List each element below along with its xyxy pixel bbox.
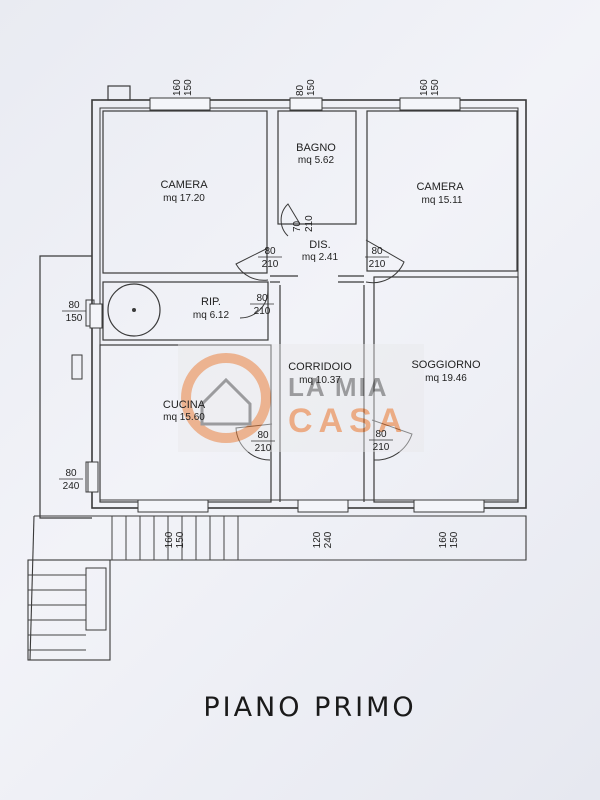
room-name-camera-left: CAMERA — [160, 179, 208, 191]
stair-treads — [28, 516, 239, 651]
room-name-corridoio: CORRIDOIO — [288, 361, 352, 373]
dim-door-bagno-h: 210 — [304, 215, 315, 232]
dim-win-soggiorno-w: 160 — [438, 531, 449, 548]
room-area-bagno: mq 5.62 — [298, 155, 335, 166]
room-name-bagno: BAGNO — [296, 142, 336, 154]
dimension-labels: 160 150 80 150 160 150 70 210 80 210 80 … — [59, 79, 460, 548]
dim-win-cucina-h: 150 — [175, 531, 186, 548]
stairs-railing — [85, 567, 107, 631]
dim-win-rip-w: 80 — [68, 300, 80, 311]
door-camera-left — [235, 247, 269, 281]
room-name-dis: DIS. — [309, 239, 330, 251]
dim-door-cucina-w: 80 — [257, 430, 269, 441]
dim-door-soggiorno-w: 80 — [375, 429, 387, 440]
door-cucina — [235, 423, 273, 461]
room-labels: CAMERA mq 17.20 BAGNO mq 5.62 CAMERA mq … — [160, 142, 481, 423]
window-soggiorno — [413, 499, 485, 513]
dim-win-camera-right-h: 150 — [430, 79, 441, 96]
window-corridoio — [297, 499, 349, 513]
dim-door-corridoio-w: 120 — [312, 531, 323, 548]
wall-rip — [102, 281, 269, 341]
wall-camera-right — [366, 110, 518, 272]
watermark-line2: CASA — [288, 402, 408, 440]
watermark-box — [178, 344, 424, 452]
window-camera-left — [149, 97, 211, 111]
room-area-cucina: mq 15.60 — [163, 412, 205, 423]
room-name-camera-right: CAMERA — [416, 181, 464, 193]
balcony-left — [39, 255, 92, 519]
doors — [235, 203, 413, 461]
room-area-dis: mq 2.41 — [302, 252, 339, 263]
dim-door-camera-left-w: 80 — [264, 246, 276, 257]
dim-door-corridoio-h: 240 — [323, 531, 334, 548]
room-name-cucina: CUCINA — [163, 399, 206, 411]
dim-door-soggiorno-h: 210 — [373, 442, 390, 453]
terrace-edge-left — [29, 515, 35, 661]
dim-win-cucina-w: 160 — [164, 531, 175, 548]
wall-bagno — [277, 110, 357, 225]
room-area-camera-right: mq 15.11 — [422, 195, 463, 206]
dim-win-bagno-h: 150 — [306, 79, 317, 96]
dim-door-rip-w: 80 — [256, 293, 268, 304]
room-area-camera-left: mq 17.20 — [163, 193, 205, 204]
dim-door-camera-left-h: 210 — [262, 259, 279, 270]
window-cucina — [137, 499, 209, 513]
terrace-bottom — [34, 515, 527, 561]
watermark-line1: LA MIA — [288, 372, 389, 402]
dim-door-rip-h: 210 — [254, 306, 271, 317]
dim-win-camera-left-w: 160 — [172, 79, 183, 96]
stairs-outer — [27, 559, 111, 661]
room-name-soggiorno: SOGGIORNO — [411, 359, 481, 371]
door-soggiorno — [371, 419, 413, 461]
window-rip — [89, 303, 103, 329]
wall-camera-left — [102, 110, 268, 274]
door-rip — [239, 289, 269, 319]
dim-win-rip-h: 150 — [66, 313, 83, 324]
dim-door-camera-right-w: 80 — [371, 246, 383, 257]
tank-circle — [107, 283, 161, 337]
dim-door-balcony-w: 80 — [65, 468, 77, 479]
dim-win-soggiorno-h: 150 — [449, 531, 460, 548]
door-bagno — [280, 203, 301, 237]
tank — [107, 283, 161, 337]
dim-door-camera-right-h: 210 — [369, 259, 386, 270]
dim-door-balcony-h: 240 — [63, 481, 80, 492]
room-area-rip: mq 6.12 — [193, 310, 230, 321]
watermark: LA MIA CASA — [178, 344, 424, 452]
door-camera-right — [365, 239, 405, 284]
dim-door-cucina-h: 210 — [255, 443, 272, 454]
column-left — [71, 354, 83, 380]
house-icon — [200, 377, 252, 426]
window-camera-right — [399, 97, 461, 111]
watermark-circle — [181, 353, 271, 443]
dim-win-bagno-w: 80 — [295, 84, 306, 96]
dim-win-camera-right-w: 160 — [419, 79, 430, 96]
room-name-rip: RIP. — [201, 296, 221, 308]
dim-win-camera-left-h: 150 — [183, 79, 194, 96]
chimney — [107, 85, 131, 101]
dim-door-bagno-w: 70 — [292, 220, 303, 232]
tank-center — [132, 308, 136, 312]
plan-title: PIANO PRIMO — [203, 692, 416, 723]
window-bagno — [289, 97, 323, 111]
room-area-soggiorno: mq 19.46 — [425, 373, 467, 384]
window-balcony — [87, 461, 99, 493]
room-area-corridoio: mq 10.37 — [299, 375, 341, 386]
windows — [87, 97, 485, 513]
